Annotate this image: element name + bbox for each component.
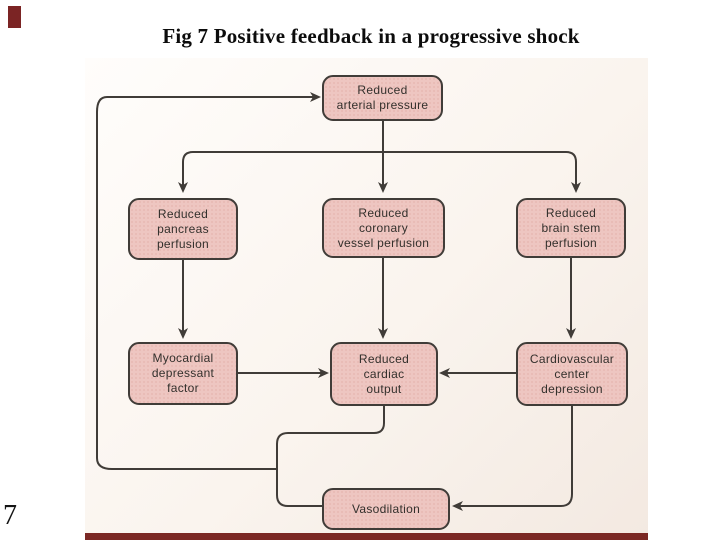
node-label: Reduced coronary vessel perfusion <box>337 205 430 250</box>
slide-accent-rectangle <box>8 6 21 28</box>
node-label: Vasodilation <box>351 501 421 516</box>
node-label: Myocardial depressant factor <box>151 351 215 395</box>
node-myocardial-depressant-factor: Myocardial depressant factor <box>128 342 238 405</box>
node-label: Reduced cardiac output <box>358 351 410 396</box>
node-vasodilation: Vasodilation <box>322 488 450 530</box>
node-label: Reduced brain stem perfusion <box>541 205 601 250</box>
node-cardiovascular-center-depression: Cardiovascular center depression <box>516 342 628 406</box>
node-reduced-brain-stem-perfusion: Reduced brain stem perfusion <box>516 198 626 258</box>
node-reduced-pancreas-perfusion: Reduced pancreas perfusion <box>128 198 238 260</box>
node-reduced-cardiac-output: Reduced cardiac output <box>330 342 438 406</box>
node-label: Cardiovascular center depression <box>529 351 615 396</box>
node-reduced-arterial-pressure: Reduced arterial pressure <box>322 75 443 121</box>
node-reduced-coronary-vessel-perfusion: Reduced coronary vessel perfusion <box>322 198 445 258</box>
slide-page-number: 7 <box>3 500 17 531</box>
node-label: Reduced pancreas perfusion <box>156 206 210 251</box>
node-label: Reduced arterial pressure <box>336 83 429 112</box>
slide-title: Fig 7 Positive feedback in a progressive… <box>162 24 580 48</box>
figure-bottom-bar <box>85 533 648 540</box>
scanned-figure-background <box>85 58 648 540</box>
